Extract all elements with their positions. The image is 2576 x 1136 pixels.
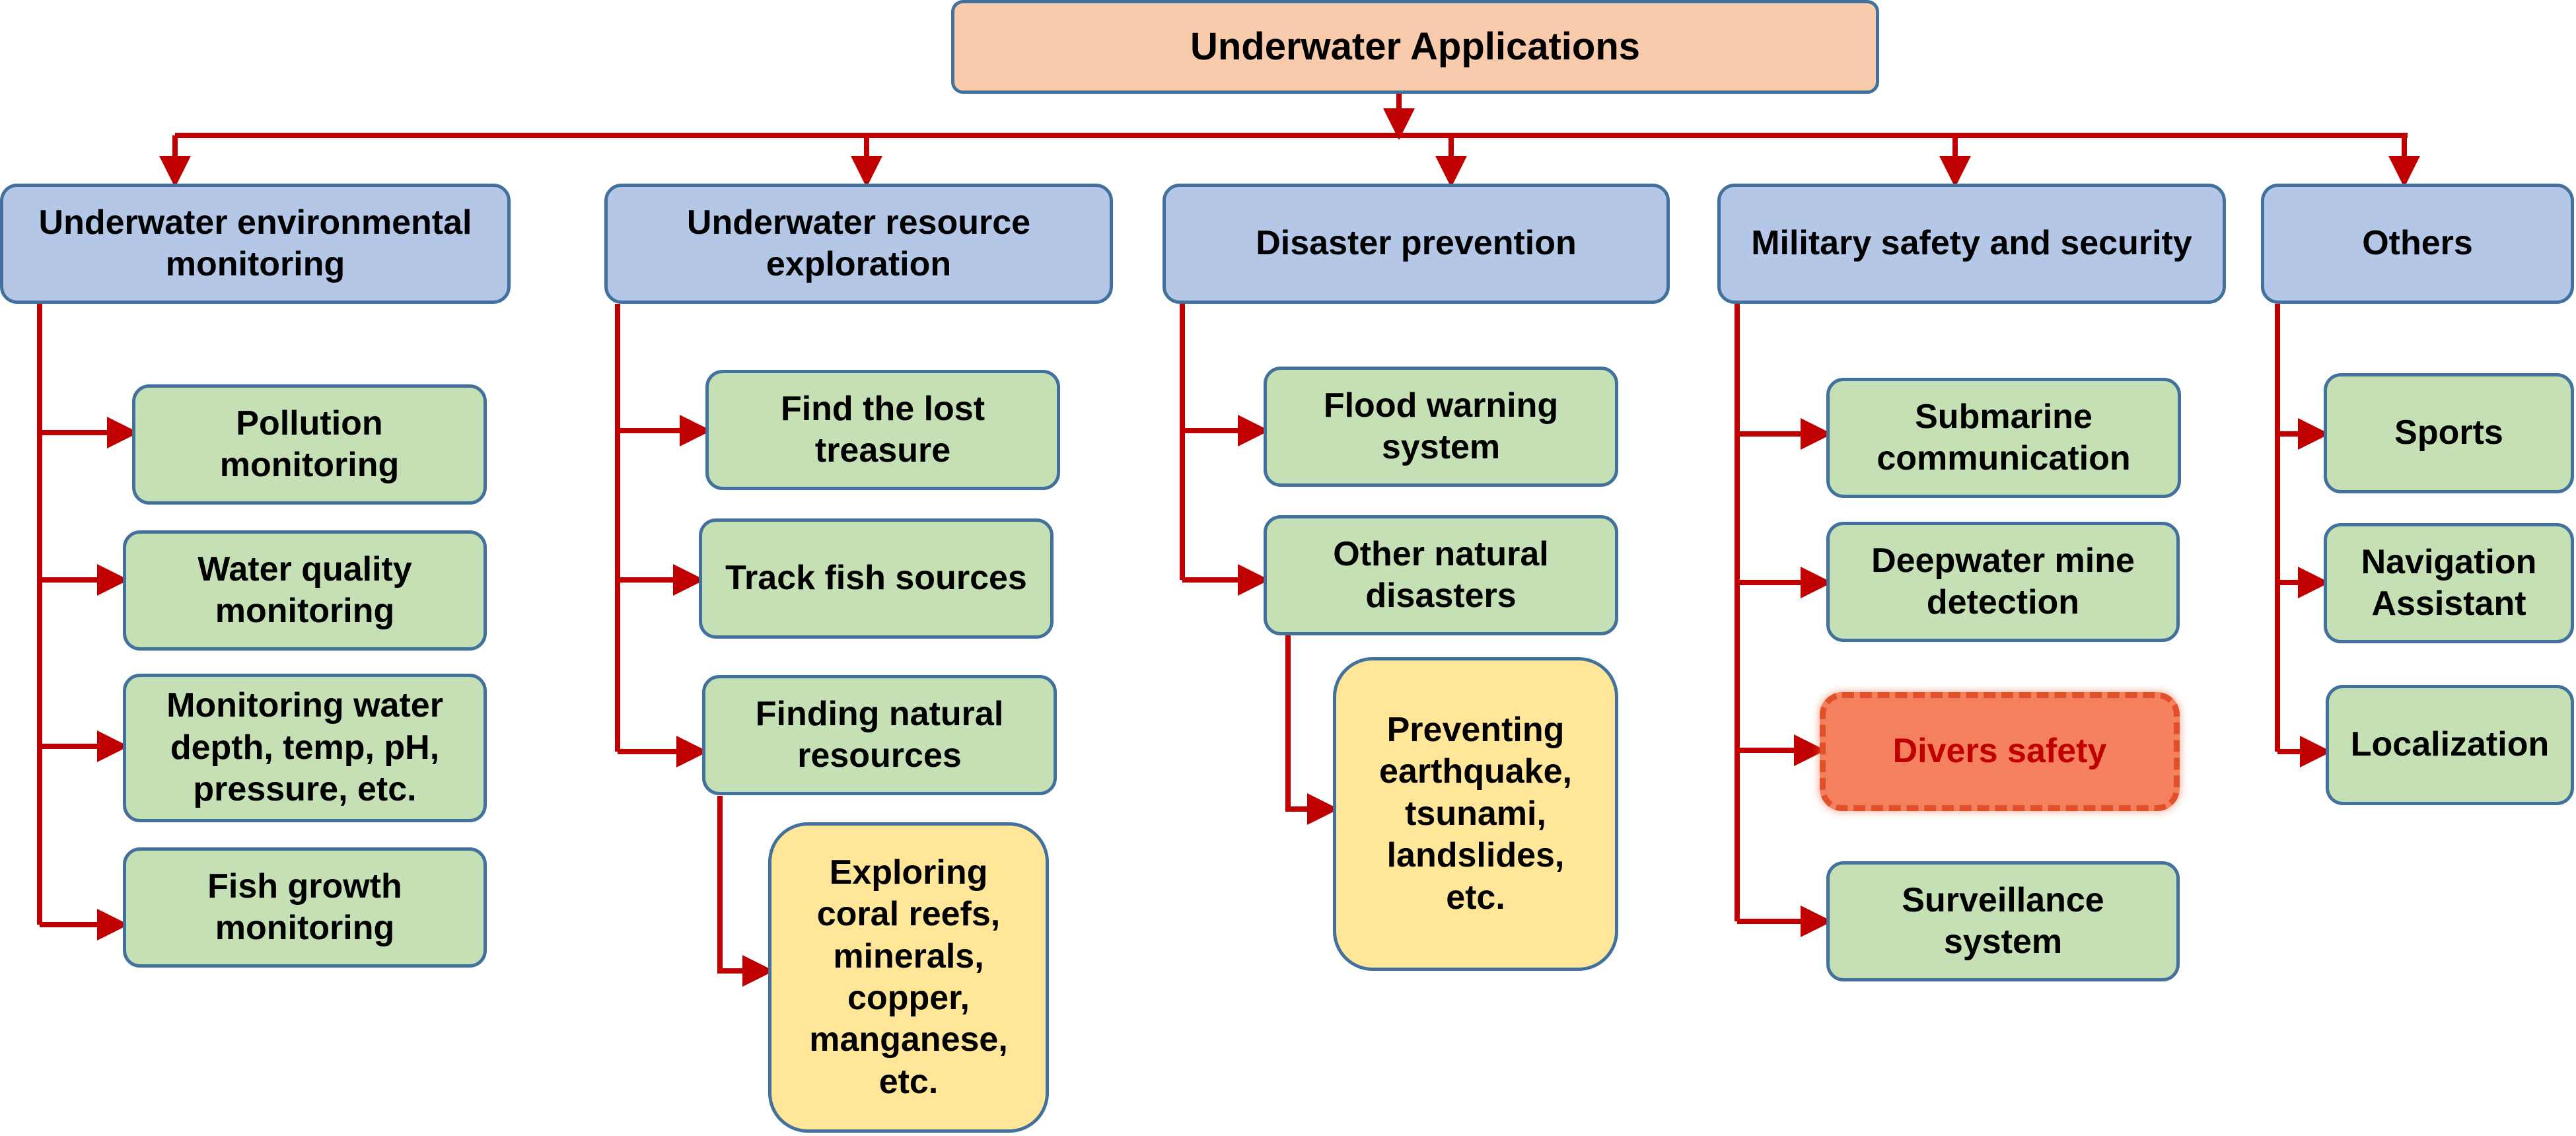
leaf-fish-growth-monitoring: Fish growth monitoring (123, 847, 487, 968)
leaf-pollution-monitoring: Pollution monitoring (132, 384, 487, 505)
leaf-track-fish-sources: Track fish sources (699, 518, 1054, 639)
leaf-navigation-assistant: Navigation Assistant (2324, 523, 2574, 643)
leaf-water-quality-monitoring: Water quality monitoring (123, 530, 487, 651)
category-resource-exploration: Underwater resource exploration (604, 184, 1113, 304)
leaf-monitoring-water-depth: Monitoring water depth, temp, pH, pressu… (123, 674, 487, 822)
category-others: Others (2261, 184, 2574, 304)
category-environmental-monitoring: Underwater environmental monitoring (0, 184, 511, 304)
connector-detail-2 (717, 796, 774, 987)
connector-detail-3 (1285, 635, 1339, 825)
leaf-submarine-communication: Submarine communication (1826, 378, 2181, 498)
detail-exploring-coral-reefs: Exploring coral reefs, minerals, copper,… (768, 822, 1049, 1133)
leaf-other-natural-disasters: Other natural disasters (1264, 515, 1618, 635)
detail-preventing-earthquake: Preventing earthquake, tsunami, landslid… (1333, 657, 1618, 971)
leaf-localization: Localization (2326, 685, 2574, 805)
leaf-surveillance-system: Surveillance system (1826, 861, 2180, 981)
root-node: Underwater Applications (951, 0, 1879, 94)
leaf-divers-safety: Divers safety (1820, 692, 2180, 811)
leaf-finding-natural-resources: Finding natural resources (702, 675, 1057, 795)
leaf-find-lost-treasure: Find the lost treasure (705, 370, 1060, 490)
category-disaster-prevention: Disaster prevention (1163, 184, 1670, 304)
leaf-sports: Sports (2324, 373, 2574, 493)
category-military-safety: Military safety and security (1717, 184, 2226, 304)
leaf-deepwater-mine-detection: Deepwater mine detection (1826, 522, 2180, 642)
leaf-flood-warning-system: Flood warning system (1264, 367, 1618, 487)
